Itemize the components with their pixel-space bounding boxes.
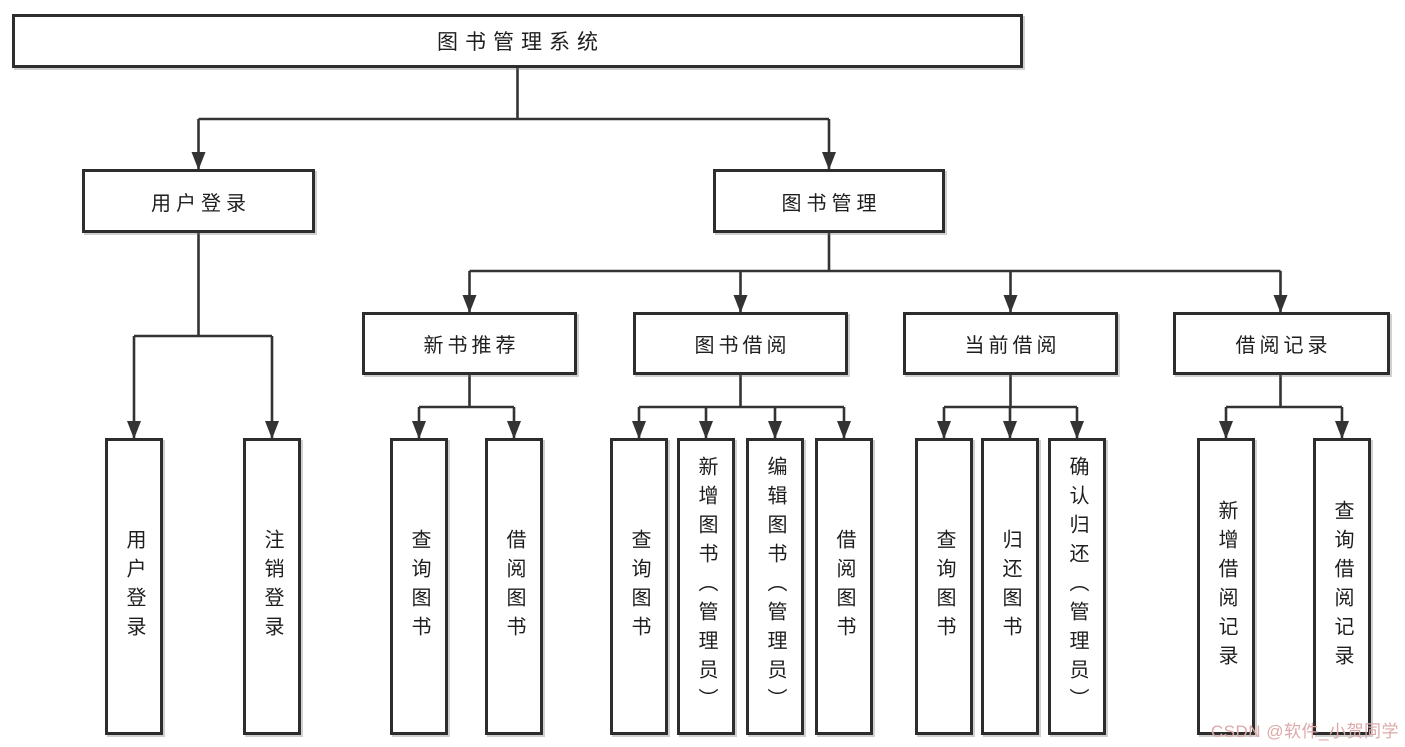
node-root: 图书管理系统: [12, 14, 1023, 68]
node-book-borrowing-label: 图书借阅: [694, 335, 791, 357]
node-user-login: 用户登录: [82, 169, 315, 233]
connector-trunks: [134, 68, 1342, 409]
node-current-borrowing: 当前借阅: [903, 312, 1118, 375]
node-borrowing-records-label: 借阅记录: [1235, 335, 1332, 357]
node-leaf-br-query-record-label: 查询借阅记录: [1331, 499, 1353, 674]
node-root-label: 图书管理系统: [437, 31, 605, 54]
node-leaf-bb-borrow-books-label: 借阅图书: [833, 528, 855, 645]
node-new-book-recommend-label: 新书推荐: [423, 335, 520, 357]
node-leaf-bb-query-books-label: 查询图书: [628, 528, 650, 645]
node-leaf-nbr-query-books: 查询图书: [390, 438, 448, 735]
node-book-management: 图书管理: [713, 169, 945, 233]
csdn-watermark: CSDN @软件_小贺同学: [1210, 722, 1399, 741]
node-leaf-br-add-record-label: 新增借阅记录: [1215, 499, 1237, 674]
node-leaf-cb-confirm-return: 确认归还（管理员）: [1048, 438, 1106, 735]
node-leaf-cb-query-books: 查询图书: [915, 438, 973, 735]
node-leaf-nbr-query-books-label: 查询图书: [408, 528, 430, 645]
node-current-borrowing-label: 当前借阅: [964, 335, 1061, 357]
node-leaf-cb-confirm-return-label: 确认归还（管理员）: [1066, 456, 1088, 717]
node-user-login-label: 用户登录: [151, 192, 251, 215]
node-leaf-nbr-borrow-books: 借阅图书: [485, 438, 543, 735]
node-leaf-cb-return-books-label: 归还图书: [999, 528, 1021, 645]
node-leaf-nbr-borrow-books-label: 借阅图书: [503, 528, 525, 645]
node-leaf-cb-query-books-label: 查询图书: [933, 528, 955, 645]
node-leaf-logout: 注销登录: [243, 438, 301, 735]
node-leaf-br-add-record: 新增借阅记录: [1197, 438, 1255, 735]
node-leaf-br-query-record: 查询借阅记录: [1313, 438, 1371, 735]
node-leaf-logout-label: 注销登录: [261, 528, 283, 645]
node-leaf-user-login-label: 用户登录: [123, 528, 145, 645]
node-leaf-bb-add-books-label: 新增图书（管理员）: [695, 456, 717, 717]
node-leaf-bb-borrow-books: 借阅图书: [815, 438, 873, 735]
node-leaf-cb-return-books: 归还图书: [981, 438, 1039, 735]
node-book-borrowing: 图书借阅: [633, 312, 848, 375]
node-leaf-bb-edit-books: 编辑图书（管理员）: [746, 438, 804, 735]
node-new-book-recommend: 新书推荐: [362, 312, 577, 375]
node-borrowing-records: 借阅记录: [1173, 312, 1390, 375]
node-book-management-label: 图书管理: [781, 192, 882, 215]
node-leaf-user-login: 用户登录: [105, 438, 163, 735]
node-leaf-bb-query-books: 查询图书: [610, 438, 668, 735]
node-leaf-bb-edit-books-label: 编辑图书（管理员）: [764, 456, 786, 717]
node-leaf-bb-add-books: 新增图书（管理员）: [677, 438, 735, 735]
